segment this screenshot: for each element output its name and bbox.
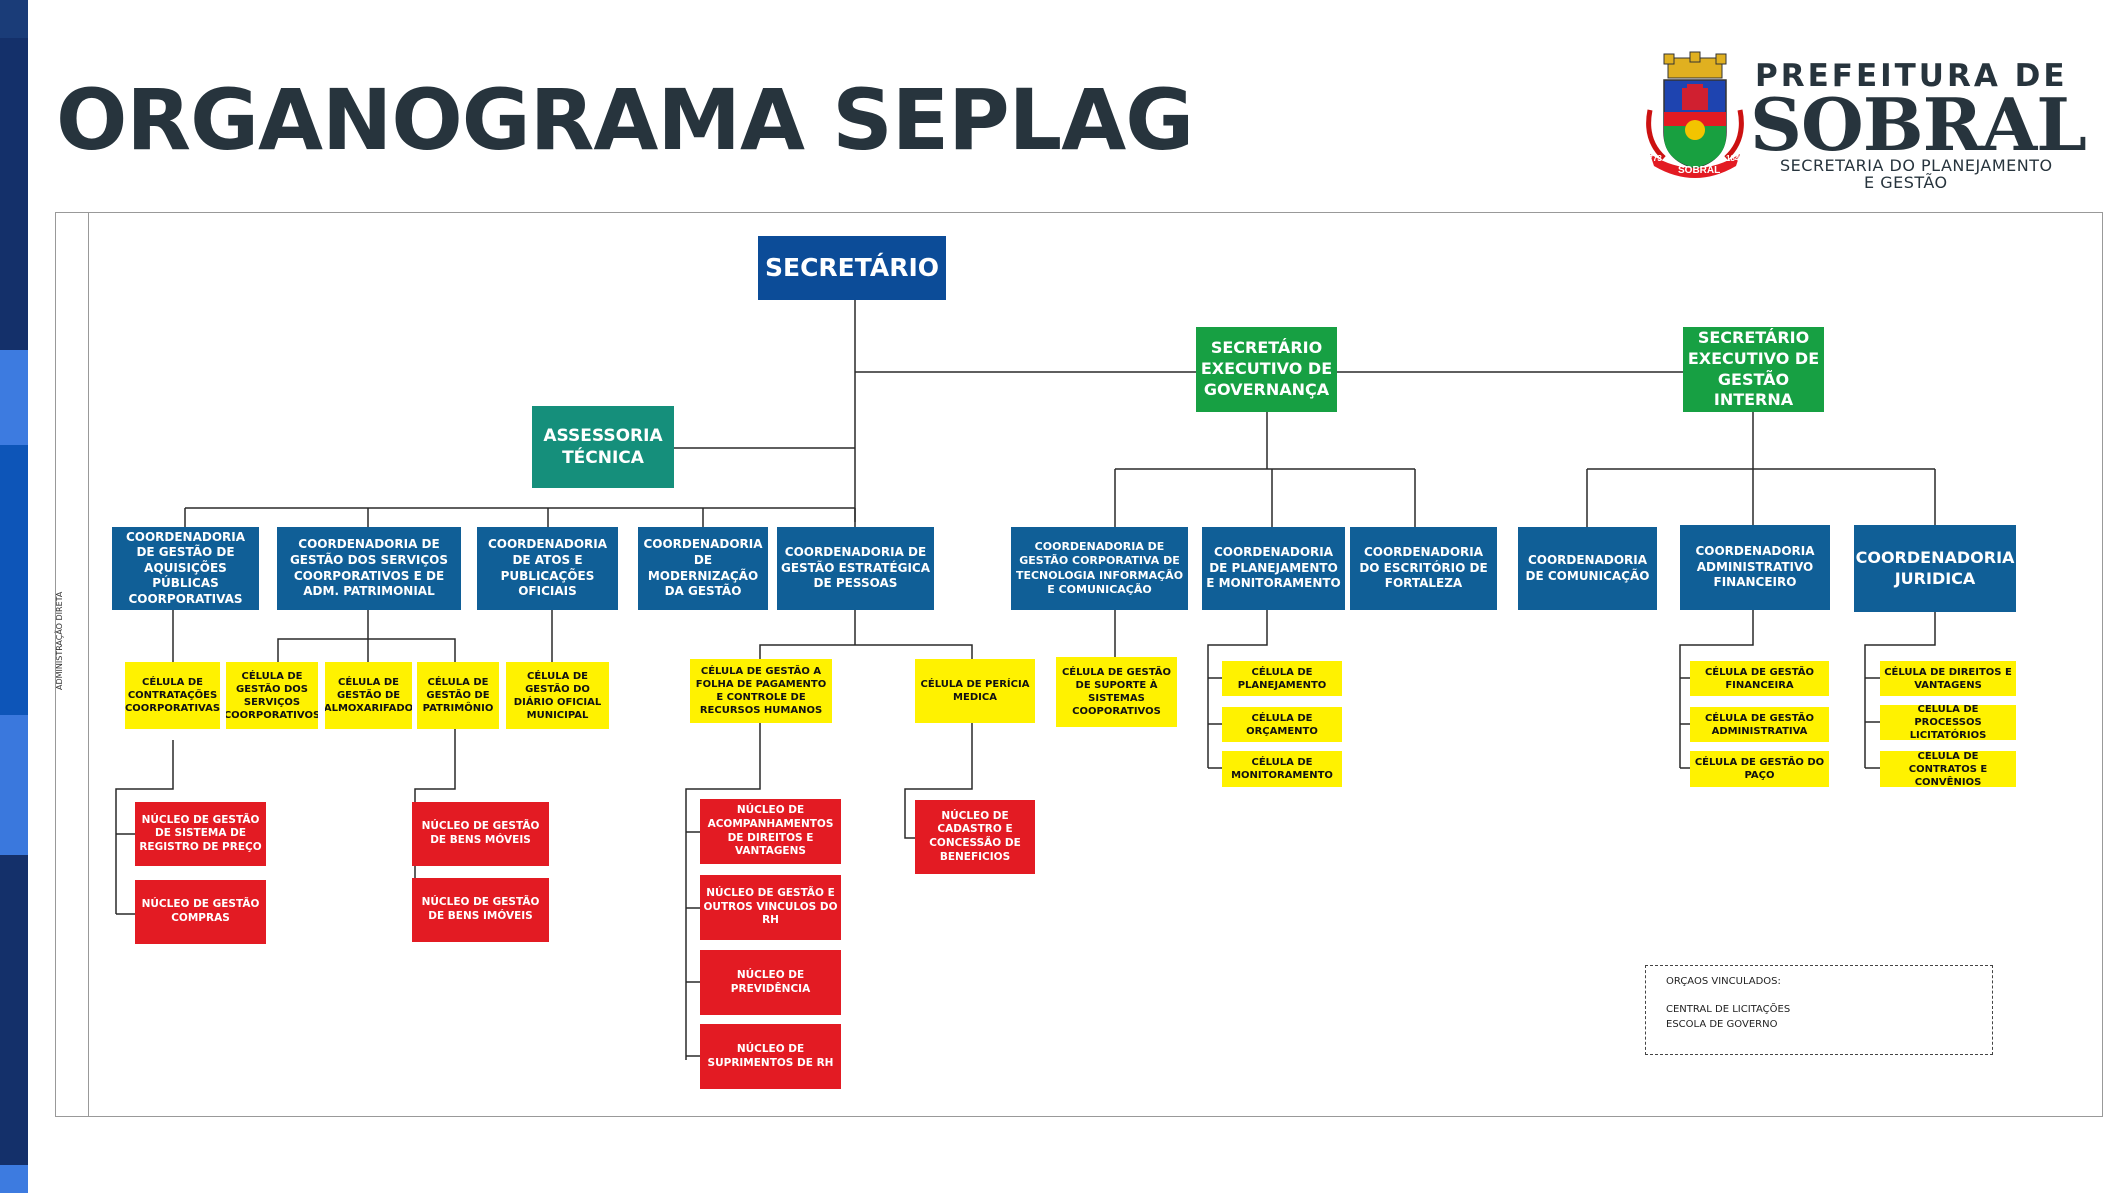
celula-direitos-vantagens-box: CÉLULA DE DIREITOS E VANTAGENS: [1880, 661, 2016, 696]
coord-planejamento-box: COORDENADORIA DE PLANEJAMENTO E MONITORA…: [1202, 527, 1345, 610]
coord-tecnologia-box: COORDENADORIA DE GESTÃO CORPORATIVA DE T…: [1011, 527, 1188, 610]
celula-patrimonio-box: CÉLULA DE GESTÃO DE PATRIMÔNIO: [417, 662, 499, 729]
coord-atos-publicacoes-box: COORDENADORIA DE ATOS E PUBLICAÇÕES OFIC…: [477, 527, 618, 610]
nucleo-bens-moveis-box: NÚCLEO DE GESTÃO DE BENS MÓVEIS: [412, 802, 549, 866]
exec-governanca-box: SECRETÁRIO EXECUTIVO DE GOVERNANÇA: [1196, 327, 1337, 412]
celula-contratacoes-box: CÉLULA DE CONTRATAÇÕES COORPORATIVAS: [125, 662, 220, 729]
celula-folha-pagamento-box: CÉLULA DE GESTÃO A FOLHA DE PAGAMENTO E …: [690, 659, 832, 723]
celula-financeira-box: CÉLULA DE GESTÃO FINANCEIRA: [1690, 661, 1829, 696]
seal-year-left: 1773: [1644, 154, 1662, 163]
coord-escritorio-fortaleza-box: COORDENADORIA DO ESCRITÓRIO DE FORTALEZA: [1350, 527, 1497, 610]
sobral-coat-of-arms-icon: [1646, 51, 1744, 178]
org-chart-frame: [55, 212, 2103, 1117]
nucleo-previdencia-box: NÚCLEO DE PREVIDÊNCIA: [700, 950, 841, 1015]
secretario-box: SECRETÁRIO: [758, 236, 946, 300]
coord-modernizacao-box: COORDENADORIA DE MODERNIZAÇÃO DA GESTÃO: [638, 527, 768, 610]
assessoria-tecnica-box: ASSESSORIA TÉCNICA: [532, 406, 674, 488]
nucleo-direitos-vantagens-box: NÚCLEO DE ACOMPANHAMENTOS DE DIREITOS E …: [700, 799, 841, 864]
page-title: ORGANOGRAMA SEPLAG: [56, 71, 1194, 169]
frame-divider: [88, 212, 89, 1117]
nucleo-compras-box: NÚCLEO DE GESTÃO COMPRAS: [135, 880, 266, 944]
nucleo-outros-vinculos-box: NÚCLEO DE GESTÃO E OUTROS VINCULOS DO RH: [700, 875, 841, 940]
nucleo-suprimentos-rh-box: NÚCLEO DE SUPRIMENTOS DE RH: [700, 1024, 841, 1089]
celula-processos-licitatorios-box: CÉLULA DE PROCESSOS LICITATÓRIOS: [1880, 705, 2016, 740]
celula-diario-oficial-box: CÉLULA DE GESTÃO DO DIÁRIO OFICIAL MUNIC…: [506, 662, 609, 729]
logo-subtitle-line2: E GESTÃO: [1864, 173, 1948, 192]
nucleo-registro-preco-box: NÚCLEO DE GESTÃO DE SISTEMA DE REGISTRO …: [135, 802, 266, 866]
exec-gestao-interna-box: SECRETÁRIO EXECUTIVO DE GESTÃO INTERNA: [1683, 327, 1824, 412]
orgaos-vinculados-item: ESCOLA DE GOVERNO: [1666, 1019, 1778, 1030]
celula-servicos-corporativos-box: CÉLULA DE GESTÃO DOS SERVIÇOS COORPORATI…: [226, 662, 318, 729]
seal-ribbon-text: SOBRAL: [1678, 165, 1721, 176]
celula-planejamento-box: CÉLULA DE PLANEJAMENTO: [1222, 661, 1342, 696]
nucleo-bens-imoveis-box: NÚCLEO DE GESTÃO DE BENS IMÓVEIS: [412, 878, 549, 942]
celula-orcamento-box: CÉLULA DE ORÇAMENTO: [1222, 707, 1342, 742]
coord-juridica-box: COORDENADORIA JURIDICA: [1854, 525, 2016, 612]
celula-paco-box: CÉLULA DE GESTÃO DO PAÇO: [1690, 751, 1829, 787]
coord-aquisicoes-box: COORDENADORIA DE GESTÃO DE AQUISIÇÕES PÚ…: [112, 527, 259, 610]
orgaos-vinculados-item: CENTRAL DE LICITAÇÕES: [1666, 1004, 1791, 1015]
celula-suporte-sistemas-box: CÉLULA DE GESTÃO DE SUPORTE À SISTEMAS C…: [1056, 657, 1177, 727]
coord-comunicacao-box: COORDENADORIA DE COMUNICAÇÃO: [1518, 527, 1657, 610]
left-accent-stripe: [0, 0, 28, 1193]
prefeitura-logo: 1773 1841 SOBRAL PREFEITURA DE SOBRAL SE…: [1640, 50, 2087, 200]
logo-subtitle-line1: SECRETARIA DO PLANEJAMENTO: [1780, 156, 2053, 175]
celula-almoxarifado-box: CÉLULA DE GESTÃO DE ALMOXARIFADO: [325, 662, 412, 729]
celula-contratos-convenios-box: CÉLULA DE CONTRATOS E CONVÊNIOS: [1880, 751, 2016, 787]
celula-monitoramento-box: CÉLULA DE MONITORAMENTO: [1222, 751, 1342, 787]
orgaos-vinculados-box: ORÇAOS VINCULADOS: CENTRAL DE LICITAÇÕES…: [1645, 965, 1993, 1055]
seal-year-right: 1841: [1726, 154, 1744, 163]
celula-pericia-medica-box: CÉLULA DE PERÍCIA MEDICA: [915, 659, 1035, 723]
coord-adm-financeiro-box: COORDENADORIA ADMINISTRATIVO FINANCEIRO: [1680, 525, 1830, 610]
orgaos-vinculados-title: ORÇAOS VINCULADOS:: [1666, 976, 1781, 987]
nucleo-cadastro-beneficios-box: NÚCLEO DE CADASTRO E CONCESSÃO DE BENEFI…: [915, 800, 1035, 874]
coord-gestao-pessoas-box: COORDENADORIA DE GESTÃO ESTRATÉGICA DE P…: [777, 527, 934, 610]
celula-administrativa-box: CÉLULA DE GESTÃO ADMINISTRATIVA: [1690, 707, 1829, 742]
logo-name-top: PREFEITURA DE: [1755, 58, 2068, 94]
logo-name-main: SOBRAL: [1750, 82, 2087, 167]
coord-servicos-corporativos-box: COORDENADORIA DE GESTÃO DOS SERVIÇOS COO…: [277, 527, 461, 610]
